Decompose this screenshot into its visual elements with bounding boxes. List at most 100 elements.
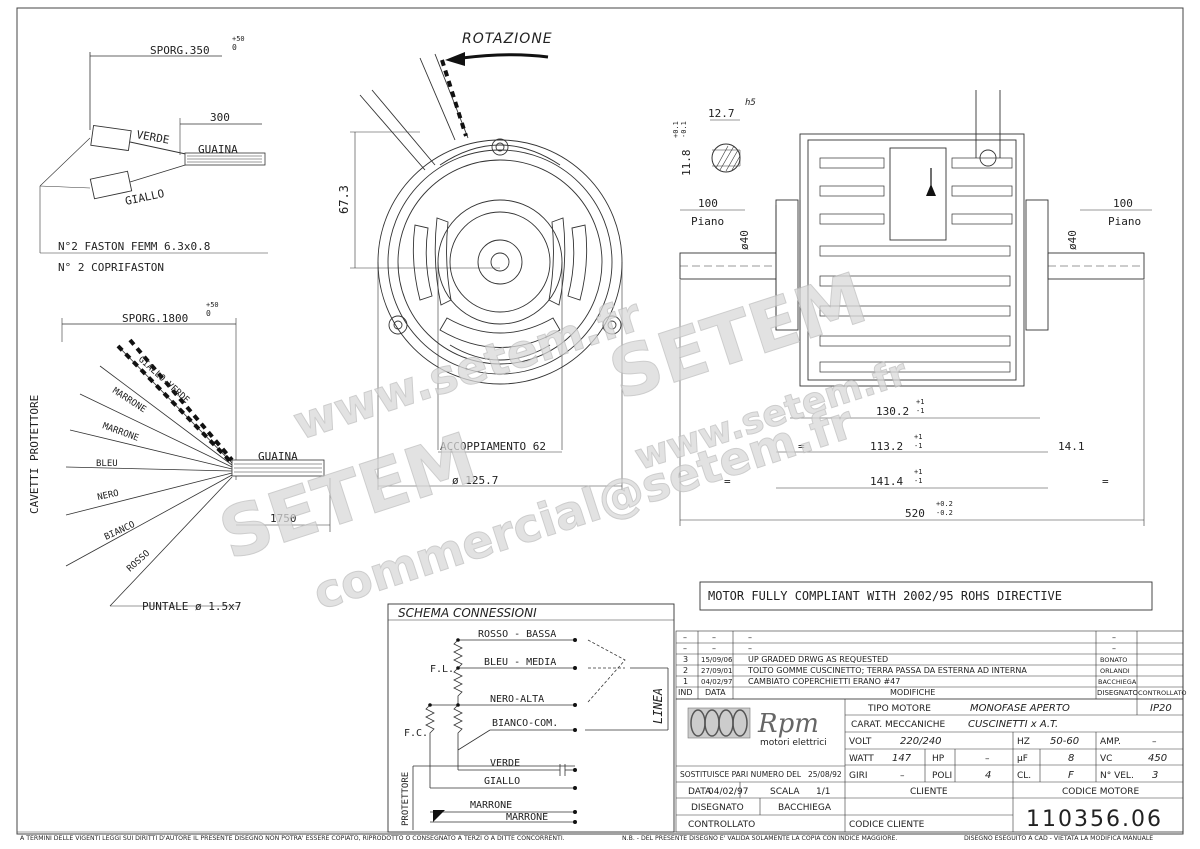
svg-text:DATA: DATA bbox=[705, 688, 726, 697]
svg-text:CUSCINETTI x A.T.: CUSCINETTI x A.T. bbox=[968, 719, 1058, 730]
svg-text:12.7: 12.7 bbox=[708, 107, 735, 120]
svg-text:0: 0 bbox=[232, 43, 237, 52]
svg-text:CAMBIATO COPERCHIETTI ERANO #4: CAMBIATO COPERCHIETTI ERANO #47 bbox=[748, 677, 900, 686]
svg-text:14.1: 14.1 bbox=[1058, 440, 1085, 453]
svg-text:PUNTALE ø 1.5x7: PUNTALE ø 1.5x7 bbox=[142, 600, 241, 613]
rotation-arrow bbox=[461, 53, 549, 60]
svg-text:–: – bbox=[748, 644, 752, 653]
svg-text:AMP.: AMP. bbox=[1100, 737, 1121, 747]
footer-notes: A TERMINI DELLE VIGENTI LEGGI SUI DIRITT… bbox=[20, 835, 1153, 842]
svg-text:Piano: Piano bbox=[1108, 215, 1141, 228]
svg-text:BIANCO-COM.: BIANCO-COM. bbox=[492, 718, 558, 729]
svg-text:F.L.: F.L. bbox=[430, 664, 454, 675]
brand-logo: Rpm motori elettrici bbox=[687, 707, 827, 748]
svg-text:GIALLO-VERDE: GIALLO-VERDE bbox=[136, 355, 191, 406]
svg-text:147: 147 bbox=[892, 753, 912, 764]
svg-text:UP GRADED DRWG AS REQUESTED: UP GRADED DRWG AS REQUESTED bbox=[748, 655, 888, 664]
svg-text:–: – bbox=[683, 644, 687, 653]
svg-text:8: 8 bbox=[1068, 753, 1074, 764]
svg-text:=: = bbox=[798, 440, 805, 453]
svg-text:WATT: WATT bbox=[849, 754, 874, 764]
svg-text:+1: +1 bbox=[914, 468, 922, 476]
svg-text:HZ: HZ bbox=[1017, 737, 1030, 747]
revision-table bbox=[675, 630, 1184, 700]
svg-text:F: F bbox=[1068, 770, 1074, 781]
bottom-left-wiring: SPORG.1800 +50 0 CAVETTI PROTETTORE GUAI… bbox=[28, 301, 331, 613]
svg-text:04/02/97: 04/02/97 bbox=[708, 787, 748, 797]
svg-text:SPORG.350: SPORG.350 bbox=[150, 44, 210, 57]
svg-text:ACCOPPIAMENTO 62: ACCOPPIAMENTO 62 bbox=[440, 440, 546, 453]
shaft-section: 12.7 h5 11.8 +0.1 -0.1 bbox=[672, 98, 756, 176]
svg-text:DISEGNO ESEGUITO A CAD - VIETA: DISEGNO ESEGUITO A CAD - VIETATA LA MODI… bbox=[964, 835, 1153, 842]
svg-text:VERDE: VERDE bbox=[490, 758, 520, 769]
svg-text:h5: h5 bbox=[745, 98, 756, 108]
svg-text:ø40: ø40 bbox=[738, 230, 751, 250]
svg-text:-1: -1 bbox=[914, 477, 922, 485]
svg-text:CLIENTE: CLIENTE bbox=[910, 787, 948, 797]
watermark: www.setem.fr SETEM SETEM www.setem.fr co… bbox=[209, 256, 912, 621]
svg-text:4: 4 bbox=[985, 770, 991, 781]
svg-text:ø40: ø40 bbox=[1066, 230, 1079, 250]
svg-text:PROTETTORE: PROTETTORE bbox=[401, 772, 411, 826]
svg-text:1: 1 bbox=[683, 677, 688, 686]
motor-front-view bbox=[350, 53, 623, 385]
svg-text:2: 2 bbox=[683, 666, 688, 675]
svg-text:BACCHIEGA: BACCHIEGA bbox=[778, 803, 832, 813]
svg-text:TOLTO GOMME CUSCINETTO; TERRA: TOLTO GOMME CUSCINETTO; TERRA PASSA DA E… bbox=[747, 666, 1027, 675]
svg-text:TIPO MOTORE: TIPO MOTORE bbox=[867, 704, 931, 714]
svg-text:3: 3 bbox=[1152, 770, 1158, 781]
svg-text:220/240: 220/240 bbox=[900, 736, 942, 747]
svg-text:–: – bbox=[683, 633, 687, 642]
svg-text:CL.: CL. bbox=[1017, 771, 1031, 781]
svg-text:GUAINA: GUAINA bbox=[198, 143, 238, 156]
svg-text:113.2: 113.2 bbox=[870, 440, 903, 453]
svg-text:GUAINA: GUAINA bbox=[258, 450, 298, 463]
svg-text:04/02/97: 04/02/97 bbox=[701, 678, 732, 686]
svg-text:-0.1: -0.1 bbox=[680, 121, 688, 138]
svg-text:CAVETTI PROTETTORE: CAVETTI PROTETTORE bbox=[28, 395, 41, 514]
svg-text:520: 520 bbox=[905, 507, 925, 520]
svg-text:+1: +1 bbox=[916, 398, 924, 406]
svg-text:=: = bbox=[1102, 475, 1109, 488]
svg-text:Piano: Piano bbox=[691, 215, 724, 228]
svg-text:DISEGNATO: DISEGNATO bbox=[1097, 689, 1139, 697]
svg-text:LINEA: LINEA bbox=[651, 688, 665, 724]
svg-text:ROSSO: ROSSO bbox=[125, 549, 152, 575]
rohs-text: MOTOR FULLY COMPLIANT WITH 2002/95 ROHS … bbox=[708, 589, 1062, 603]
drawing-border bbox=[16, 7, 1184, 835]
svg-text:motori elettrici: motori elettrici bbox=[760, 738, 827, 748]
svg-text:+0.2: +0.2 bbox=[936, 500, 953, 508]
svg-text:1750: 1750 bbox=[270, 512, 297, 525]
svg-text:–: – bbox=[900, 771, 905, 781]
svg-text:=: = bbox=[724, 475, 731, 488]
svg-text:–: – bbox=[1152, 737, 1157, 747]
svg-text:-0.2: -0.2 bbox=[936, 509, 953, 517]
svg-text:BLEU - MEDIA: BLEU - MEDIA bbox=[484, 657, 556, 668]
svg-text:-1: -1 bbox=[916, 407, 924, 415]
svg-text:VC: VC bbox=[1100, 754, 1112, 764]
side-view-dims: 100 Piano ø40 100 Piano ø40 130.2 +1 -1 … bbox=[679, 197, 1152, 526]
svg-text:SPORG.1800: SPORG.1800 bbox=[122, 312, 188, 325]
svg-text:DISEGNATO: DISEGNATO bbox=[691, 803, 744, 813]
svg-text:NERO: NERO bbox=[97, 489, 120, 503]
svg-text:–: – bbox=[985, 754, 990, 764]
svg-text:130.2: 130.2 bbox=[876, 405, 909, 418]
svg-text:MARRONE: MARRONE bbox=[110, 386, 147, 415]
svg-text:–: – bbox=[1112, 633, 1116, 642]
svg-text:DATA: DATA bbox=[688, 787, 712, 797]
svg-text:–: – bbox=[1112, 644, 1116, 653]
svg-text:F.C.: F.C. bbox=[404, 728, 428, 739]
svg-text:-1: -1 bbox=[914, 442, 922, 450]
svg-text:A TERMINI DELLE VIGENTI LEGGI: A TERMINI DELLE VIGENTI LEGGI SUI DIRITT… bbox=[20, 835, 565, 842]
title-block-fields: TIPO MOTORE MONOFASE APERTO IP20 CARAT. … bbox=[680, 703, 1172, 832]
revision-rows: – – – – – – – – 3 15/09/06 UP GRADED DRW… bbox=[678, 633, 1187, 697]
svg-text:11.8: 11.8 bbox=[680, 150, 693, 177]
svg-text:N.B. - DEL PRESENTE DISEGNO E': N.B. - DEL PRESENTE DISEGNO E' VALIDA SO… bbox=[622, 835, 897, 842]
svg-text:27/09/01: 27/09/01 bbox=[701, 667, 732, 675]
svg-text:MARRONE: MARRONE bbox=[506, 812, 548, 823]
svg-text:IND: IND bbox=[678, 688, 693, 697]
svg-text:μF: μF bbox=[1017, 754, 1028, 764]
svg-text:CARAT. MECCANICHE: CARAT. MECCANICHE bbox=[851, 720, 946, 730]
svg-text:VERDE: VERDE bbox=[135, 128, 170, 147]
